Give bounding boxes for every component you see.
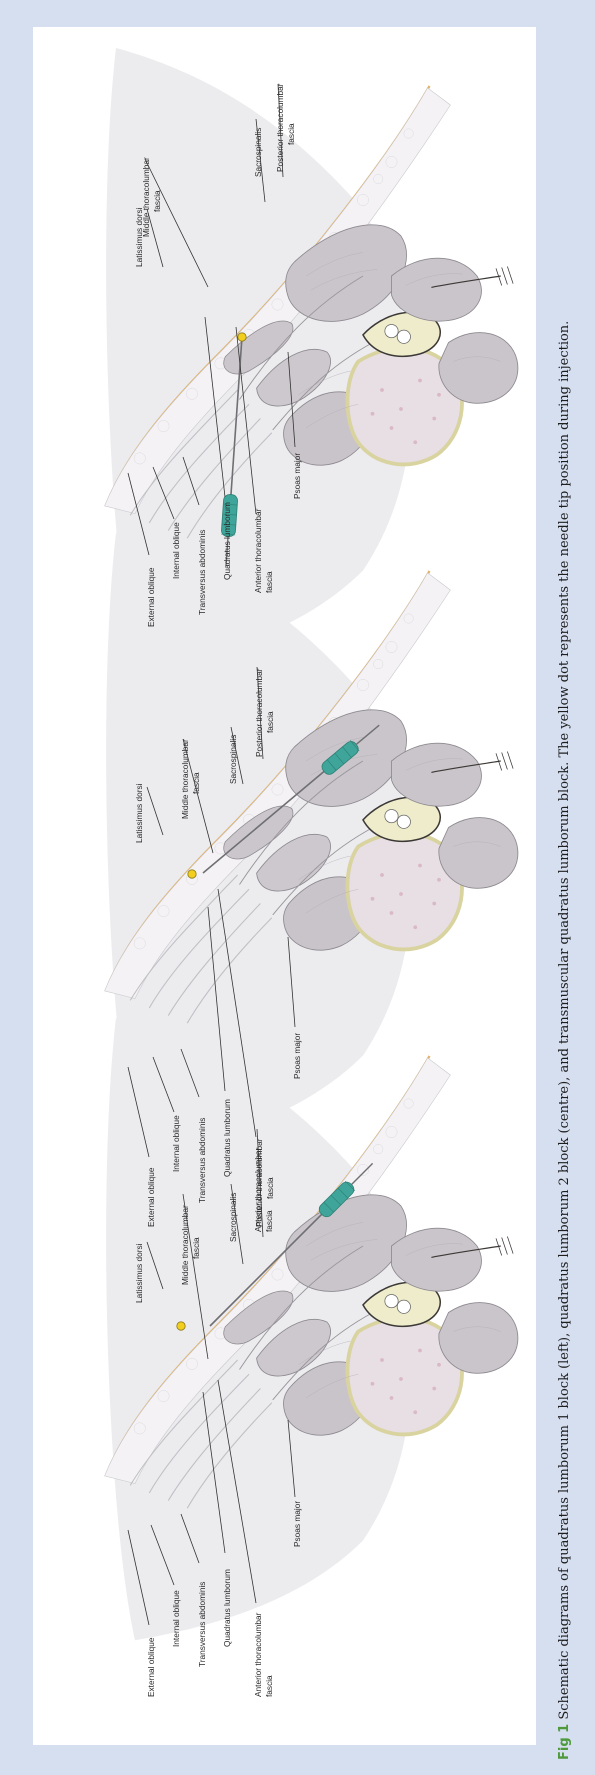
label-latissimus-dorsi: Latissimus dorsi (134, 783, 144, 843)
label-anterior-tlf-2: fascia (264, 1210, 274, 1232)
label-anterior-tlf-1: Anterior thoracolumbar (253, 508, 263, 593)
label-latissimus-dorsi: Latissimus dorsi (134, 1243, 144, 1303)
needle-tip-dot (177, 1322, 185, 1330)
label-posterior-tlf-1: Posterior thoracolumbar (254, 668, 264, 757)
figure-caption: Fig 1 Schematic diagrams of quadratus lu… (552, 30, 578, 1760)
label-middle-tlf-2: fascia (152, 190, 162, 212)
label-transversus-abdominis: Transversus abdominis (197, 1118, 207, 1203)
label-psoas-major: Psoas major (292, 1501, 302, 1547)
figure-label: Fig 1 (557, 1724, 572, 1760)
caption-text: Schematic diagrams of quadratus lumborum… (557, 321, 572, 1724)
label-internal-oblique: Internal oblique (171, 1115, 181, 1172)
label-internal-oblique: Internal oblique (171, 522, 181, 579)
label-external-oblique: External oblique (146, 567, 156, 627)
label-quadratus-lumborum: Quadratus lumborum (222, 502, 232, 580)
label-anterior-tlf-2: fascia (264, 571, 274, 593)
label-anterior-tlf-1: Anterior thoracolumbar (253, 1147, 263, 1232)
label-middle-tlf-1: Middle thoracolumbar (180, 1205, 190, 1285)
label-posterior-tlf-2: fascia (265, 1177, 275, 1199)
label-sacrospinalis: Sacrospinalis (228, 735, 238, 784)
label-anterior-tlf-2: fascia (264, 1675, 274, 1697)
label-sacrospinalis: Sacrospinalis (228, 1193, 238, 1242)
label-external-oblique: External oblique (146, 1167, 156, 1227)
label-posterior-tlf-2: fascia (265, 711, 275, 733)
panel-transmuscular-block: External oblique Internal oblique Transv… (105, 48, 518, 670)
label-psoas-major: Psoas major (292, 1033, 302, 1079)
label-transversus-abdominis: Transversus abdominis (197, 1582, 207, 1667)
label-middle-tlf-1: Middle thoracolumbar (180, 739, 190, 819)
needle-tip-dot (238, 333, 246, 341)
label-internal-oblique: Internal oblique (171, 1590, 181, 1647)
label-quadratus-lumborum: Quadratus lumborum (222, 1099, 232, 1177)
label-transversus-abdominis: Transversus abdominis (197, 530, 207, 615)
label-psoas-major: Psoas major (292, 453, 302, 499)
anatomy-diagrams: External oblique Internal oblique Transv… (33, 27, 536, 1745)
label-anterior-tlf-1: Anterior thoracolumbar (253, 1612, 263, 1697)
needle-tip-dot (188, 870, 196, 878)
label-posterior-tlf-2: fascia (286, 123, 296, 145)
label-quadratus-lumborum: Quadratus lumborum (222, 1569, 232, 1647)
figure-panel: External oblique Internal oblique Transv… (33, 27, 536, 1745)
label-external-oblique: External oblique (146, 1637, 156, 1697)
